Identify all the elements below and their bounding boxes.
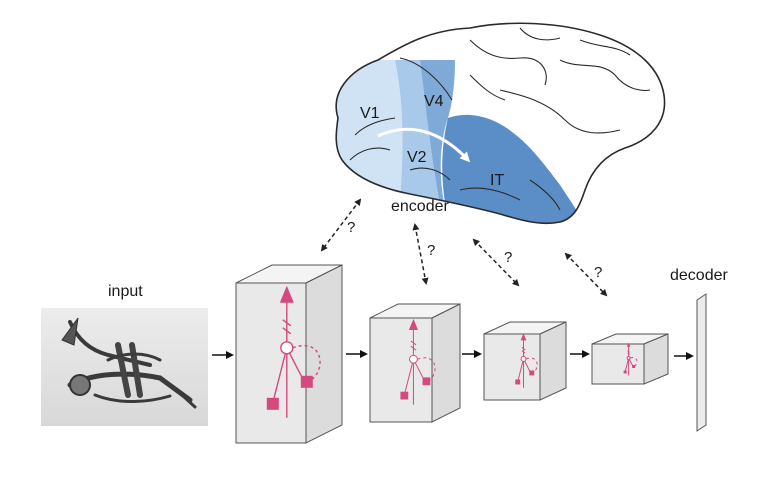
layer-side-face xyxy=(539,321,567,401)
flow-arrows xyxy=(212,350,694,360)
ventral-stream-arrow xyxy=(377,127,471,163)
dashed-arrow-v2-layer2 xyxy=(412,223,429,285)
dashed-arrow-v4-layer3 xyxy=(472,238,520,287)
encoder-label: encoder xyxy=(391,198,449,215)
question-mark-3: ? xyxy=(504,249,512,266)
layer-front-face xyxy=(591,343,645,385)
region-label-v4: V4 xyxy=(424,93,444,110)
region-it-area xyxy=(442,114,585,224)
layer-2 xyxy=(369,303,461,423)
decoder-label: decoder xyxy=(670,267,728,284)
question-mark-4: ? xyxy=(594,264,602,281)
layer-front-face xyxy=(483,333,541,401)
layer-4 xyxy=(591,333,669,385)
brain-outline xyxy=(335,22,666,225)
layer-front-face xyxy=(235,282,307,444)
region-label-v1: V1 xyxy=(360,105,380,122)
layer-side-face xyxy=(431,303,461,423)
question-mark-2: ? xyxy=(427,242,435,259)
layer-circuit xyxy=(515,333,538,388)
brain-sulci xyxy=(349,27,651,211)
trumpet-illustration xyxy=(61,317,197,409)
layer-circuit xyxy=(623,342,638,376)
brain-illustration: V1 V4 V2 IT xyxy=(335,22,666,225)
input-image xyxy=(41,308,208,426)
encoder-layers xyxy=(235,264,669,444)
dashed-arrow-v1-layer1 xyxy=(320,198,362,252)
layer-3 xyxy=(483,321,567,401)
layer-circuit xyxy=(400,318,436,405)
layer-front-face xyxy=(369,317,433,423)
layer-1 xyxy=(235,264,343,444)
decoder-block xyxy=(696,293,707,432)
region-label-v2: V2 xyxy=(407,149,427,166)
region-v1-area xyxy=(336,60,403,200)
layer-circuit xyxy=(266,285,321,418)
question-mark-1: ? xyxy=(347,219,355,236)
region-label-it: IT xyxy=(490,172,504,189)
input-label: input xyxy=(108,283,143,300)
correspondence-arrows xyxy=(320,198,608,297)
region-v4-area xyxy=(420,60,455,207)
dashed-arrow-it-layer4 xyxy=(564,252,608,297)
layer-side-face xyxy=(305,264,343,444)
